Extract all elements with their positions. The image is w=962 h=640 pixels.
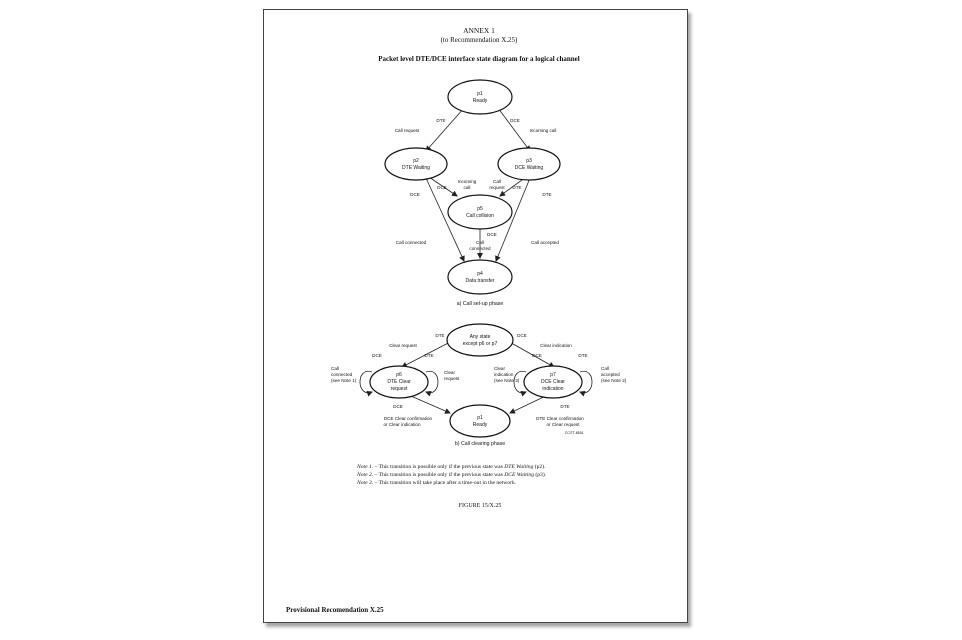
page-footer: Provisional Recomendation X.25 <box>286 606 384 614</box>
label-call-accepted-2: accepted <box>601 372 620 377</box>
state-p6-dte-clear-request: p6 DTE Clear request <box>369 365 429 399</box>
svg-text:p1: p1 <box>477 415 483 421</box>
label-call-request-left: Call request <box>395 128 420 133</box>
label-dte-clear-conf-1: DTE Clear confirmation <box>536 416 584 421</box>
figure-label: FIGURE 15/X.25 <box>459 503 502 509</box>
caption-clearing-phase: b) Call clearing phase <box>455 441 505 447</box>
state-p3-dce-waiting: p3 DCE Waiting <box>497 147 561 181</box>
loop-p6-left <box>359 370 373 397</box>
label-call-connected-mid-1: Call <box>476 240 484 245</box>
label-clear-indication-loop-2: indication <box>494 372 514 377</box>
edge-p2-p4 <box>425 177 465 262</box>
label-dce-right: DCE <box>510 118 520 123</box>
label-dce-p7-loop: DCE <box>532 353 542 358</box>
svg-text:p7: p7 <box>550 372 556 378</box>
svg-text:DTE Waiting: DTE Waiting <box>402 165 430 171</box>
label-clear-request-loop-2: request <box>444 376 460 381</box>
label-incoming-call-right: Incoming call <box>530 128 557 133</box>
label-dte-p7-loop: DTE <box>578 353 587 358</box>
loop-p7-left <box>513 370 527 397</box>
edge-p3-p4 <box>495 177 531 262</box>
annex-subheading: (to Recommendation X.25) <box>441 36 518 44</box>
state-p1-ready: p1 Ready <box>447 79 513 115</box>
edge-any-p7 <box>505 339 555 368</box>
label-call-connected-1: Call <box>331 366 339 371</box>
state-p5-call-collision: p5 Call collision <box>447 194 513 230</box>
annex-heading: ANNEX 1 <box>463 26 495 35</box>
label-call-accepted-3: (see Note 2) <box>601 378 627 383</box>
svg-text:request: request <box>391 386 408 392</box>
svg-text:except p6 or p7: except p6 or p7 <box>463 341 498 347</box>
label-call-request-1: Call <box>493 179 501 184</box>
svg-text:p6: p6 <box>396 372 402 378</box>
svg-text:p2: p2 <box>413 158 419 164</box>
svg-text:Call collision: Call collision <box>466 213 494 219</box>
label-dte-p3-p5: DTE <box>512 185 521 190</box>
label-dte-clear-conf-2: or Clear request <box>547 422 581 427</box>
label-dce-p2-p5: DCE <box>437 185 447 190</box>
label-clear-indication-loop-3: (see Note 3) <box>494 378 520 383</box>
label-ccitt-code: CCITT-8818 <box>565 431 584 435</box>
label-dte-p3-p4: DTE <box>542 192 551 197</box>
label-dte-top: DTE <box>435 333 444 338</box>
state-p4-data-transfer: p4 Data transfer <box>447 259 513 295</box>
state-p2-dte-waiting: p2 DTE Waiting <box>384 147 448 181</box>
svg-text:indication: indication <box>542 386 563 392</box>
label-dte-left: DTE <box>436 118 445 123</box>
edge-any-p6 <box>401 339 455 368</box>
label-dce-bottom: DCE <box>393 404 403 409</box>
svg-text:p1: p1 <box>477 91 483 97</box>
label-clear-request-top: Clear request <box>389 343 417 348</box>
svg-text:DCE Clear: DCE Clear <box>541 379 565 385</box>
svg-text:p4: p4 <box>477 271 483 277</box>
label-call-accepted: Call accepted <box>531 240 559 245</box>
state-diagram: ANNEX 1 (to Recommendation X.25) Packet … <box>286 26 627 614</box>
loop-p6-right <box>425 370 439 397</box>
document-page: ANNEX 1 (to Recommendation X.25) Packet … <box>263 9 688 623</box>
label-call-accepted-1: Call <box>601 366 609 371</box>
label-dce-top: DCE <box>517 333 527 338</box>
edge-p1-p2 <box>425 107 465 152</box>
svg-text:p5: p5 <box>477 206 483 212</box>
label-call-request-2: request <box>489 185 505 190</box>
state-p1-ready-clearing: p1 Ready <box>449 404 511 438</box>
clearing-edge-labels: DTE Clear request DCE Clear indication D… <box>331 333 627 435</box>
note-1: Note 1. – This transition is possible on… <box>356 463 546 470</box>
label-dce-clear-conf-1: DCE Clear confirmation <box>384 416 433 421</box>
diagram-title: Packet level DTE/DCE interface state dia… <box>378 55 580 63</box>
label-clear-indication-top: Clear indication <box>540 343 572 348</box>
label-call-connected-2: connected <box>331 372 353 377</box>
label-dce-p6-loop: DCE <box>372 353 382 358</box>
svg-text:Ready: Ready <box>473 422 488 428</box>
label-clear-indication-loop-1: Clear <box>494 366 505 371</box>
svg-text:DCE Waiting: DCE Waiting <box>515 165 544 171</box>
note-3: Note 3. – This transition will take plac… <box>356 479 517 486</box>
label-call-connected-left: Call connected <box>396 240 427 245</box>
label-incoming-2: call <box>464 185 471 190</box>
loop-p7-right <box>579 370 593 397</box>
svg-text:p3: p3 <box>526 158 532 164</box>
label-dce-p5-p4: DCE <box>487 232 497 237</box>
label-dte-bottom: DTE <box>560 404 569 409</box>
svg-text:DTE Clear: DTE Clear <box>387 379 411 385</box>
label-dce-clear-conf-2: or Clear indication <box>383 422 420 427</box>
label-call-connected-mid-2: connected <box>469 246 491 251</box>
edge-p1-p3 <box>497 107 531 152</box>
caption-setup-phase: a) Call set-up phase <box>457 301 504 307</box>
svg-text:Ready: Ready <box>473 98 488 104</box>
label-incoming-1: Incoming <box>458 179 477 184</box>
notes: Note 1. – This transition is possible on… <box>356 463 547 486</box>
edge-p2-p5 <box>428 176 458 197</box>
label-clear-request-loop-1: Clear <box>444 370 455 375</box>
label-dte-p6-loop: DTE <box>424 353 433 358</box>
svg-text:Any state: Any state <box>470 334 491 340</box>
label-dce-p2-p4: DCE <box>410 192 420 197</box>
state-any-except-p6-p7: Any state except p6 or p7 <box>446 323 514 357</box>
note-2: Note 2. – This transition is possible on… <box>356 471 547 478</box>
setup-edge-labels: DTE Call request DCE Incoming call DCE D… <box>395 118 560 251</box>
state-p7-dce-clear-indication: p7 DCE Clear indication <box>523 365 583 399</box>
label-call-connected-3: (see Note 1) <box>331 378 357 383</box>
svg-text:Data transfer: Data transfer <box>466 278 495 284</box>
